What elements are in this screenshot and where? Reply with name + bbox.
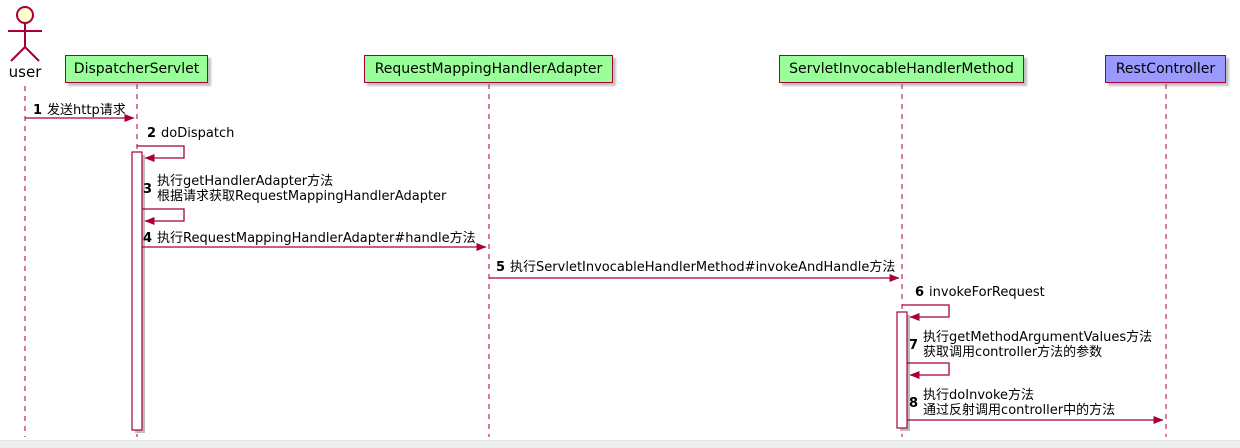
message-number: 6 xyxy=(915,285,925,300)
message-label-5: 5 执行ServletInvocableHandlerMethod#invoke… xyxy=(496,260,895,275)
message-text: 获取调用controller方法的参数 xyxy=(923,345,1103,360)
participant-label: RequestMappingHandlerAdapter xyxy=(374,61,603,77)
message-arrow-7-self xyxy=(907,362,950,379)
message-number: 4 xyxy=(143,231,153,246)
activation-dispatcherservlet xyxy=(131,151,143,431)
participant-label: DispatcherServlet xyxy=(73,61,200,77)
message-number: 3 xyxy=(143,181,153,197)
message-label-1: 1 发送http请求 xyxy=(33,103,126,118)
message-number: 1 xyxy=(33,103,43,118)
message-text: 执行RequestMappingHandlerAdapter#handle方法 xyxy=(157,231,476,246)
message-text: 执行getHandlerAdapter方法 xyxy=(157,174,334,189)
message-label-7: 7 执行getMethodArgumentValues方法 获取调用contro… xyxy=(909,330,1152,360)
participant-servletinvocablehandlermethod: ServletInvocableHandlerMethod xyxy=(779,55,1024,83)
message-number: 2 xyxy=(147,126,157,141)
participant-dispatcherservlet: DispatcherServlet xyxy=(65,55,208,83)
message-text: invokeForRequest xyxy=(929,285,1045,300)
message-text: 执行ServletInvocableHandlerMethod#invokeAn… xyxy=(510,260,896,275)
message-text: 根据请求获取RequestMappingHandlerAdapter xyxy=(157,189,447,204)
actor-label: user xyxy=(8,63,42,81)
message-label-8: 8 执行doInvoke方法 通过反射调用controller中的方法 xyxy=(909,388,1115,418)
message-text: 执行doInvoke方法 xyxy=(923,388,1035,403)
message-arrow-6-self xyxy=(902,304,950,321)
message-number: 8 xyxy=(909,395,919,411)
message-label-3: 3 执行getHandlerAdapter方法 根据请求获取RequestMap… xyxy=(143,174,446,204)
participant-restcontroller: RestController xyxy=(1105,55,1226,83)
activation-bars xyxy=(131,151,910,433)
message-text: 执行getMethodArgumentValues方法 xyxy=(923,330,1153,345)
actor-icon xyxy=(8,6,42,62)
message-arrows xyxy=(25,114,1164,424)
message-number: 7 xyxy=(909,337,919,353)
participant-requestmappinghandleradapter: RequestMappingHandlerAdapter xyxy=(364,55,613,83)
message-label-4: 4 执行RequestMappingHandlerAdapter#handle方… xyxy=(143,231,476,246)
message-label-6: 6 invokeForRequest xyxy=(915,285,1045,300)
message-arrow-3-self xyxy=(142,208,185,225)
message-label-2: 2 doDispatch xyxy=(147,126,234,141)
participant-label: ServletInvocableHandlerMethod xyxy=(789,61,1014,77)
bottom-edge-strip xyxy=(0,440,1240,448)
participant-label: RestController xyxy=(1115,61,1216,77)
message-text: 发送http请求 xyxy=(47,103,126,118)
message-text: 通过反射调用controller中的方法 xyxy=(923,403,1116,418)
message-arrow-2-self xyxy=(137,145,185,162)
activation-servletinvocablehandlermethod xyxy=(896,311,908,429)
message-number: 5 xyxy=(496,260,506,275)
message-text: doDispatch xyxy=(161,126,235,141)
